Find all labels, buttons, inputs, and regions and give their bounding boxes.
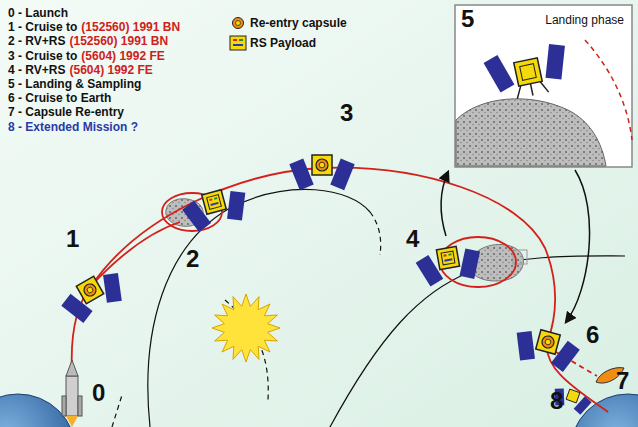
step-text: 2 - RV+RS [8,34,65,48]
step-text: 8 - Extended Mission ? [8,120,138,134]
callout-number: 2 [186,246,199,272]
callout-number: 3 [340,100,353,126]
inset-panel: 5 Landing phase [455,5,632,167]
step-text: (5604) 1992 FE [81,49,164,63]
step-text: (152560) 1991 BN [81,20,180,34]
callout-number: 0 [92,380,105,406]
step-text: 6 - Cruise to Earth [8,91,111,105]
callout-number: 4 [406,226,419,252]
callout-number: 1 [66,226,79,252]
step-text: (152560) 1991 BN [69,34,168,48]
inset-title: Landing phase [545,13,624,27]
callout-number: 6 [586,322,599,348]
step-text: 3 - Cruise to [8,49,77,63]
sun [212,294,280,362]
legend-text: Re-entry capsule [250,16,347,30]
step-text: 5 - Landing & Sampling [8,77,141,91]
callout-number: 5 [461,6,474,32]
step-text: (5604) 1992 FE [69,63,152,77]
step-text: 1 - Cruise to [8,20,77,34]
callout-number: 8 [550,388,563,414]
step-text: 7 - Capsule Re-entry [8,105,124,119]
step-text: 0 - Launch [8,6,68,20]
step-text: 4 - RV+RS [8,63,65,77]
legend-text: RS Payload [250,36,316,50]
callout-number: 7 [616,368,629,394]
